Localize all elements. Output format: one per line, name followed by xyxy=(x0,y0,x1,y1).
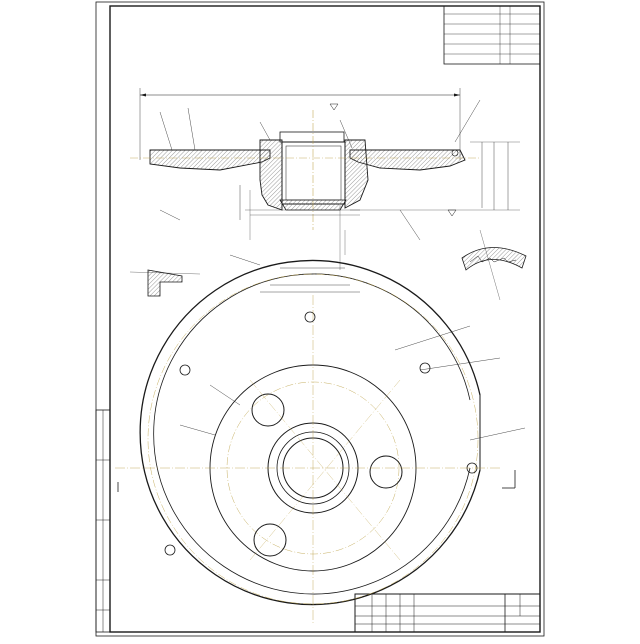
lightening-hole-3 xyxy=(253,523,287,557)
lightening-hole-2 xyxy=(369,455,403,489)
lightening-hole-1 xyxy=(251,393,285,427)
bolt-hole-2 xyxy=(304,311,316,323)
inner-frame xyxy=(109,5,541,633)
bolt-hole-3 xyxy=(419,362,431,374)
title-block xyxy=(354,593,541,633)
hub-right-wall xyxy=(344,139,369,209)
hub-left-wall xyxy=(259,139,283,211)
hub-collar xyxy=(279,131,345,143)
detail-view-left xyxy=(129,269,201,297)
hub-bore xyxy=(281,141,346,205)
left-flange xyxy=(149,149,271,171)
outer-border xyxy=(95,1,545,637)
detail-view-right xyxy=(461,229,527,301)
parameter-table xyxy=(443,5,541,65)
bolt-circle xyxy=(147,273,479,605)
bolt-hole-5 xyxy=(164,544,176,556)
bolt-hole-1 xyxy=(179,364,191,376)
flange-outline xyxy=(139,259,481,606)
section-view xyxy=(130,88,520,286)
plan-view xyxy=(115,259,526,625)
